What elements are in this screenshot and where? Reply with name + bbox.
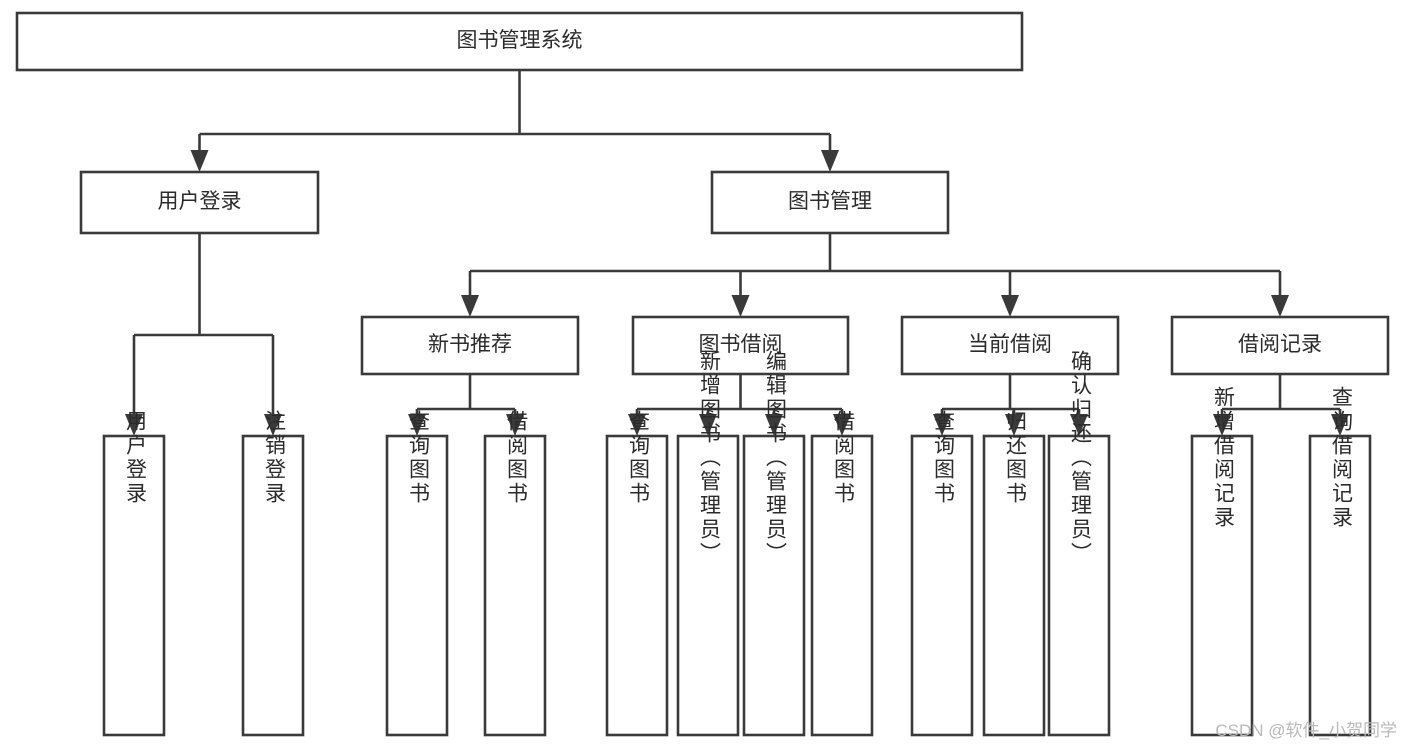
node-label: 用户登录 <box>123 410 147 506</box>
node-label: 图书管理系统 <box>457 29 583 52</box>
node-label: 确认归还（管理员） <box>1068 350 1092 566</box>
node-leaf-confirm-return[interactable]: 确认归还（管理员） <box>1047 350 1111 737</box>
node-leaf-add-book[interactable]: 新增图书（管理员） <box>676 350 740 737</box>
node-root-图书管理系统[interactable]: 图书管理系统 <box>15 11 1024 72</box>
node-leaf-query-book-2[interactable]: 查询图书 <box>605 410 669 737</box>
arrow-head-icon <box>461 295 479 317</box>
arrow-head-icon <box>821 150 839 172</box>
node-box[interactable] <box>605 434 669 737</box>
node-label: 当前借阅 <box>968 333 1052 356</box>
node-leaf-return-book[interactable]: 归还图书 <box>982 410 1046 737</box>
node-book-borrow[interactable]: 图书借阅 <box>631 315 850 376</box>
node-box[interactable] <box>810 434 874 737</box>
arrow-head-icon <box>1213 414 1231 436</box>
node-box[interactable] <box>900 315 1120 376</box>
node-box[interactable] <box>385 434 449 737</box>
arrow-head-icon <box>933 414 951 436</box>
node-label: 查询图书 <box>626 410 650 506</box>
node-leaf-borrow-book-1[interactable]: 借阅图书 <box>483 410 547 737</box>
node-leaf-logout[interactable]: 注销登录 <box>241 410 305 737</box>
arrow-head-icon <box>125 414 143 436</box>
node-box[interactable] <box>676 434 740 737</box>
node-box[interactable] <box>742 434 806 737</box>
node-label: 注销登录 <box>262 410 286 506</box>
node-label: 借阅图书 <box>504 410 528 506</box>
arrow-head-icon <box>408 414 426 436</box>
node-label: 编辑图书（管理员） <box>763 350 787 566</box>
node-leaf-user-login[interactable]: 用户登录 <box>102 410 166 737</box>
arrow-head-icon <box>765 414 783 436</box>
arrow-head-icon <box>1005 414 1023 436</box>
node-leaf-borrow-book-2[interactable]: 借阅图书 <box>810 410 874 737</box>
arrow-head-icon <box>731 295 750 317</box>
node-label: 新增借阅记录 <box>1211 386 1235 530</box>
node-box[interactable] <box>631 315 850 376</box>
arrow-head-icon <box>833 414 851 436</box>
node-box[interactable] <box>1190 434 1254 737</box>
node-new-book-rec[interactable]: 新书推荐 <box>360 315 580 376</box>
node-book-manage[interactable]: 图书管理 <box>710 170 950 235</box>
node-label: 新增图书（管理员） <box>697 350 721 566</box>
node-box[interactable] <box>982 434 1046 737</box>
node-user-login[interactable]: 用户登录 <box>79 170 320 235</box>
node-leaf-query-book-3[interactable]: 查询图书 <box>910 410 974 737</box>
node-label: 图书借阅 <box>699 333 783 356</box>
node-box[interactable] <box>360 315 580 376</box>
node-box[interactable] <box>483 434 547 737</box>
node-leaf-query-book-1[interactable]: 查询图书 <box>385 410 449 737</box>
arrow-head-icon <box>628 414 646 436</box>
node-label: 查询借阅记录 <box>1329 386 1353 530</box>
watermark-label: CSDN @软件_小贺同学 <box>1215 721 1397 740</box>
node-box[interactable] <box>1308 434 1372 737</box>
node-leaf-add-record[interactable]: 新增借阅记录 <box>1190 386 1254 737</box>
node-leaf-query-record[interactable]: 查询借阅记录 <box>1308 386 1372 737</box>
arrow-head-icon <box>264 414 282 436</box>
arrow-head-icon <box>1070 414 1088 436</box>
node-label: 查询图书 <box>931 410 955 506</box>
arrow-head-icon <box>699 414 717 436</box>
node-label: 新书推荐 <box>428 333 512 356</box>
connector-layer <box>125 70 1349 436</box>
node-borrow-record[interactable]: 借阅记录 <box>1170 315 1390 376</box>
node-label: 查询图书 <box>406 410 430 506</box>
node-box[interactable] <box>102 434 166 737</box>
node-label: 借阅记录 <box>1238 333 1322 356</box>
node-label: 图书管理 <box>788 190 872 213</box>
node-label: 借阅图书 <box>831 410 855 506</box>
arrow-head-icon <box>506 414 524 436</box>
node-label: 归还图书 <box>1003 410 1027 506</box>
arrow-head-icon <box>190 150 209 172</box>
arrow-head-icon <box>1271 295 1289 317</box>
node-box[interactable] <box>15 11 1024 72</box>
node-layer: 图书管理系统用户登录图书管理新书推荐图书借阅当前借阅借阅记录用户登录注销登录查询… <box>15 11 1390 737</box>
node-box[interactable] <box>79 170 320 235</box>
node-label: 用户登录 <box>158 190 242 213</box>
node-box[interactable] <box>910 434 974 737</box>
node-box[interactable] <box>710 170 950 235</box>
arrow-head-icon <box>1001 295 1019 317</box>
node-box[interactable] <box>241 434 305 737</box>
node-leaf-edit-book[interactable]: 编辑图书（管理员） <box>742 350 806 737</box>
node-box[interactable] <box>1047 434 1111 737</box>
node-box[interactable] <box>1170 315 1390 376</box>
arrow-head-icon <box>1331 414 1349 436</box>
node-current-borrow[interactable]: 当前借阅 <box>900 315 1120 376</box>
